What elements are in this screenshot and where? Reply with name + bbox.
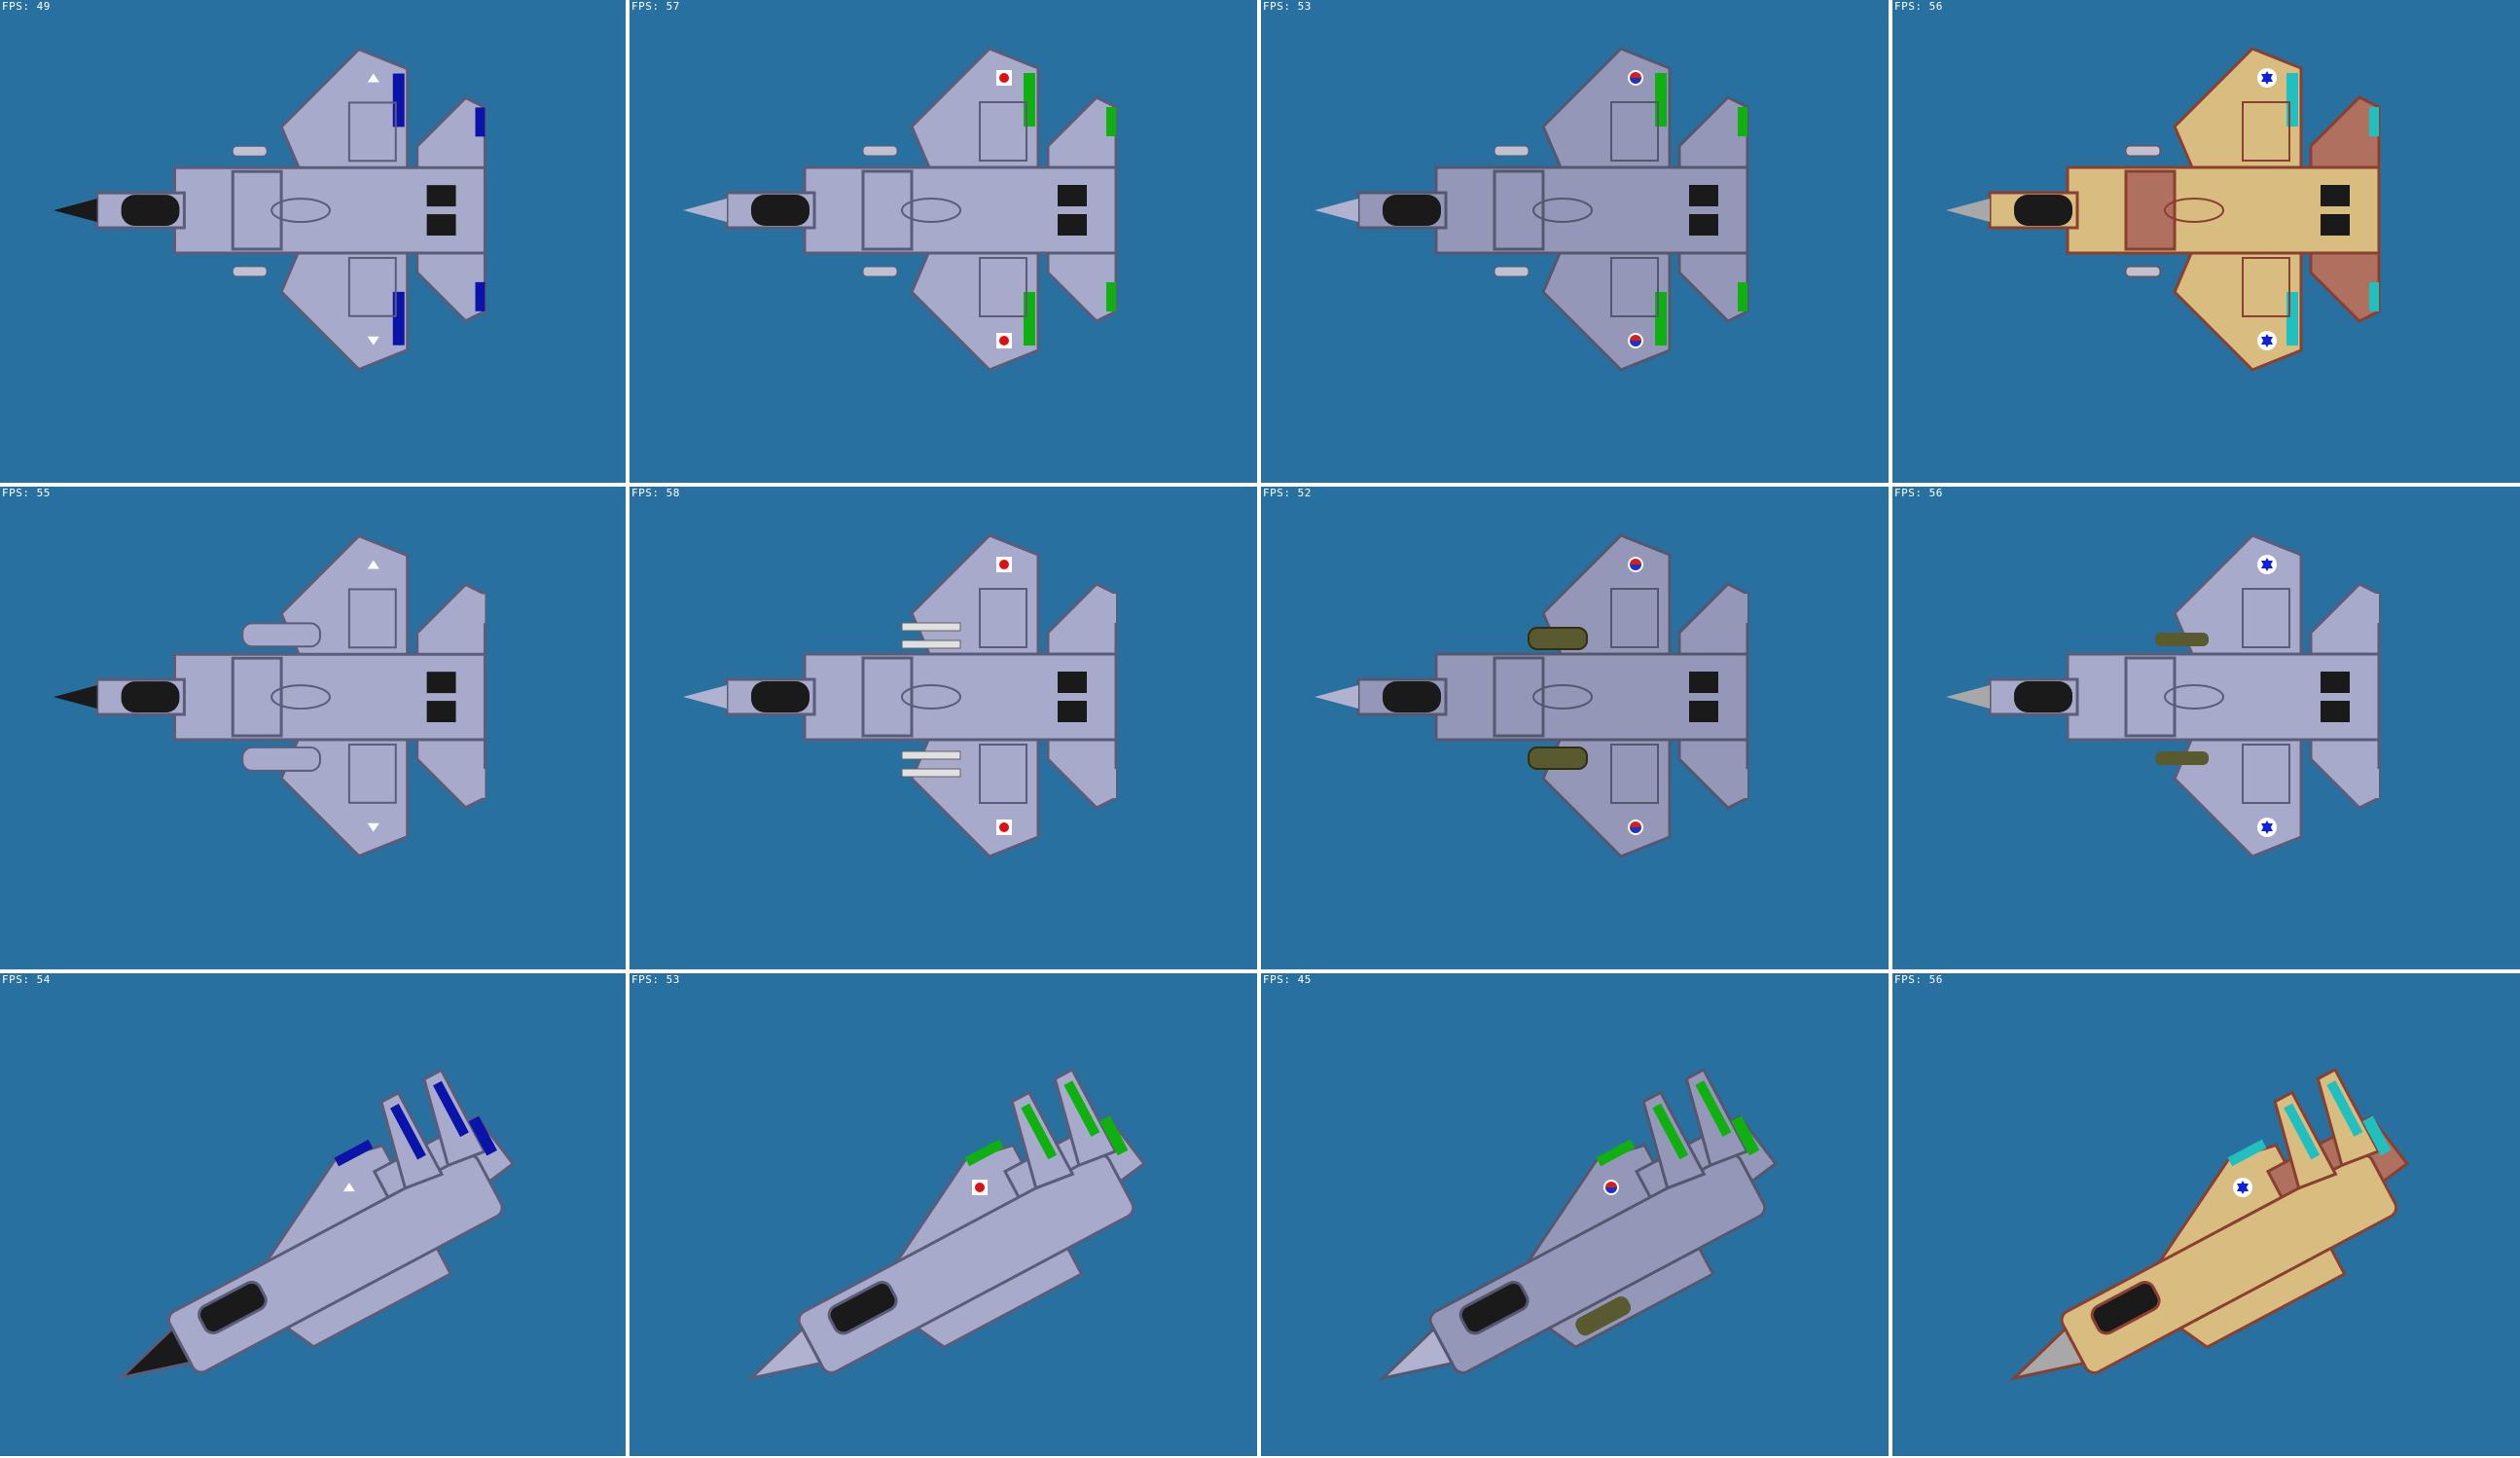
fps-counter: FPS: 49	[2, 0, 51, 13]
fps-counter: FPS: 53	[1263, 0, 1312, 13]
viewport-panel: FPS: 56	[1892, 0, 2520, 483]
jet-sprite	[53, 533, 486, 858]
viewport-panel: FPS: 49	[0, 0, 626, 483]
viewport-panel: FPS: 53	[1261, 0, 1889, 483]
fps-counter: FPS: 58	[631, 487, 680, 499]
viewport-panel: FPS: 45	[1261, 973, 1889, 1456]
fps-counter: FPS: 45	[1263, 973, 1312, 986]
fps-counter: FPS: 57	[631, 0, 680, 13]
jet-sprite	[1314, 533, 1749, 858]
viewport-panel: FPS: 56	[1892, 973, 2520, 1456]
viewport-panel: FPS: 52	[1261, 487, 1889, 969]
viewport-panel: FPS: 57	[630, 0, 1257, 483]
jet-sprite	[746, 1067, 1147, 1381]
fps-counter: FPS: 53	[631, 973, 680, 986]
viewport-panel: FPS: 55	[0, 487, 626, 969]
jet-sprite	[116, 1068, 516, 1380]
jet-sprite	[1946, 533, 2381, 858]
fps-counter: FPS: 56	[1894, 973, 1943, 986]
jet-sprite	[53, 47, 486, 372]
fps-counter: FPS: 54	[2, 973, 51, 986]
jet-sprite	[683, 533, 1118, 858]
viewport-panel: FPS: 56	[1892, 487, 2520, 969]
viewport-panel: FPS: 58	[630, 487, 1257, 969]
jet-sprite	[2009, 1067, 2410, 1381]
fps-counter: FPS: 52	[1263, 487, 1312, 499]
jet-sprite	[683, 47, 1118, 372]
fps-counter: FPS: 56	[1894, 487, 1943, 499]
viewport-panel: FPS: 54	[0, 973, 626, 1456]
jet-sprite	[1378, 1067, 1779, 1381]
fps-counter: FPS: 55	[2, 487, 51, 499]
jet-sprite	[1946, 47, 2381, 372]
fps-counter: FPS: 56	[1894, 0, 1943, 13]
jet-sprite	[1314, 47, 1749, 372]
viewport-panel: FPS: 53	[630, 973, 1257, 1456]
